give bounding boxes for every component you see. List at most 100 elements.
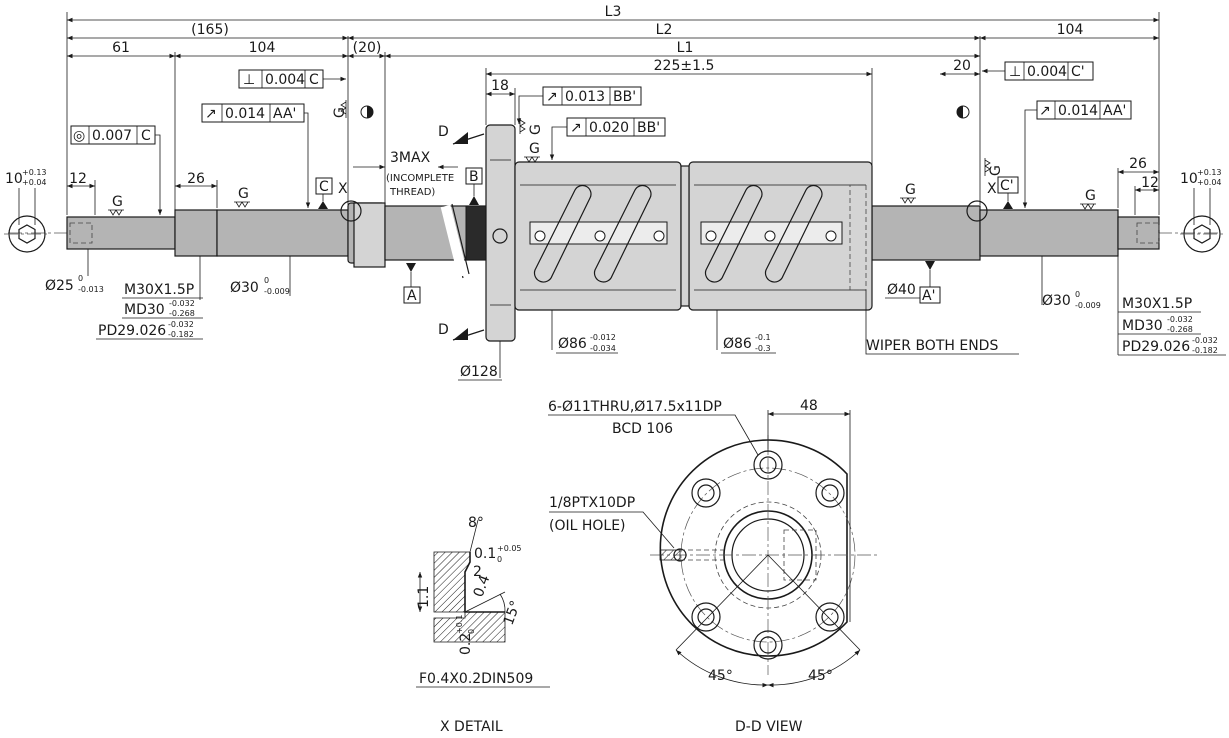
dd-oil-spec: 1/8PTX10DP xyxy=(549,495,635,511)
g-mark-1: G xyxy=(112,194,123,210)
datum-a: A xyxy=(407,288,417,304)
dim-104-right: 104 xyxy=(1057,22,1084,38)
dd-view-title: D-D VIEW xyxy=(735,719,803,735)
pd-left-upper: -0.032 xyxy=(168,320,194,329)
dd-oil-hole: (OIL HOLE) xyxy=(549,518,626,534)
dd-dim-48: 48 xyxy=(800,398,818,414)
dia-40: Ø40 xyxy=(887,282,916,298)
incomplete-thread-note: 3MAX (INCOMPLETE THREAD) xyxy=(353,150,458,198)
dia-128: Ø128 xyxy=(460,364,498,380)
xd-angle-8: 8° xyxy=(468,515,484,531)
x-detail: 8° 0.1 +0.05 0 2 0.4 1.1 15° 0.2 +0.1 0 … xyxy=(416,515,550,735)
top-dimensions: L3 (165) L2 104 61 104 (20) L1 225±1.5 2… xyxy=(66,4,1160,215)
dia-86-b: Ø86 xyxy=(723,336,752,352)
conc-value: 0.007 xyxy=(92,128,132,144)
dia-30-left-upper: 0 xyxy=(264,276,269,285)
gdt-runout-bb-020: ↗ 0.020 BB' xyxy=(549,117,666,160)
dia-86-b-lower: -0.3 xyxy=(755,344,771,353)
xd-dim-02-upper: +0.1 xyxy=(455,615,464,634)
dim-l2: L2 xyxy=(656,22,673,38)
xd-dim-01-upper: +0.05 xyxy=(497,544,522,553)
xd-title: X DETAIL xyxy=(440,719,503,735)
pd-left-lower: -0.182 xyxy=(168,330,194,339)
hex-size-left: 10 xyxy=(5,171,23,187)
section-d-markers: D D xyxy=(438,124,485,341)
run-bb2-symbol: ↗ xyxy=(570,120,582,136)
xd-dim-04: 0.4 xyxy=(471,573,494,599)
md30-left-upper: -0.032 xyxy=(169,299,195,308)
wiper-note: WIPER BOTH ENDS xyxy=(866,338,998,354)
xd-angle-15: 15° xyxy=(501,599,525,628)
perp-c-symbol: ⊥ xyxy=(243,72,255,88)
hex-size-right-upper: +0.13 xyxy=(1197,168,1222,177)
datum-c-prime: C' xyxy=(1000,178,1014,194)
xd-dim-11: 1.1 xyxy=(416,586,432,608)
md30-left: MD30 xyxy=(124,302,165,318)
gdt-concentricity: ◎ 0.007 C xyxy=(70,125,163,215)
three-max: 3MAX xyxy=(390,150,431,166)
run-bb1-symbol: ↗ xyxy=(546,89,558,105)
md30-right: MD30 xyxy=(1122,318,1163,334)
md30-right-lower: -0.268 xyxy=(1167,325,1193,334)
gdt-runout-aa-right: ↗ 0.014 AA' xyxy=(1022,100,1132,208)
thread-label: THREAD) xyxy=(389,187,435,198)
datum-c: C xyxy=(319,179,329,195)
run-aa2-ref: AA' xyxy=(1103,103,1126,119)
dd-holes-note: 6-Ø11THRU,Ø17.5x11DP xyxy=(548,399,722,415)
perp-c2-symbol: ⊥ xyxy=(1009,64,1021,80)
dim-20-right: 20 xyxy=(953,58,971,74)
dia-86-b-upper: -0.1 xyxy=(755,333,771,342)
dim-l1: L1 xyxy=(677,40,694,56)
m30-left: M30X1.5P xyxy=(124,282,194,298)
dia-86-a: Ø86 xyxy=(558,336,587,352)
pd-right: PD29.026 xyxy=(1122,339,1190,355)
x-mark-right: X xyxy=(987,181,997,197)
datum-b: B xyxy=(469,169,479,185)
x-mark-left: X xyxy=(338,181,348,197)
run-aa-value: 0.014 xyxy=(225,106,265,122)
incomplete-label: (INCOMPLETE xyxy=(386,173,454,184)
dia-25: Ø25 xyxy=(45,278,74,294)
md30-right-upper: -0.032 xyxy=(1167,315,1193,324)
right-end-view: 10 +0.13 +0.04 xyxy=(1180,168,1225,253)
dia-30-left-lower: -0.009 xyxy=(264,287,290,296)
perp-c-ref: C xyxy=(309,72,319,88)
xd-dim-01: 0.1 xyxy=(474,546,496,562)
run-bb2-ref: BB' xyxy=(637,120,660,136)
conc-symbol: ◎ xyxy=(73,128,85,144)
dia-30-right: Ø30 xyxy=(1042,293,1071,309)
dia-86-a-upper: -0.012 xyxy=(590,333,616,342)
run-aa-symbol: ↗ xyxy=(205,106,217,122)
xd-dim-01-lower: 0 xyxy=(497,555,502,564)
ball-nut: D D xyxy=(438,124,873,342)
dim-104-left: 104 xyxy=(249,40,276,56)
pd-left: PD29.026 xyxy=(98,323,166,339)
gdt-perp-c-prime: ⊥ 0.004 C' xyxy=(982,61,1094,81)
perp-c2-ref: C' xyxy=(1071,64,1085,80)
surface-finish-marks: G G G G G G G G xyxy=(108,100,1096,216)
dim-61: 61 xyxy=(112,40,130,56)
m30-right: M30X1.5P xyxy=(1122,296,1192,312)
perp-c2-value: 0.004 xyxy=(1027,64,1067,80)
run-aa2-symbol: ↗ xyxy=(1039,103,1051,119)
dia-30-left: Ø30 xyxy=(230,280,259,296)
hex-size-left-upper: +0.13 xyxy=(22,168,47,177)
dim-12-right: 12 xyxy=(1141,175,1159,191)
run-bb1-ref: BB' xyxy=(613,89,636,105)
xd-spec: F0.4X0.2DIN509 xyxy=(419,671,533,687)
conc-ref: C xyxy=(141,128,151,144)
dim-18: 18 xyxy=(491,78,509,94)
xd-radius-2: 2 xyxy=(473,564,482,580)
g-mark-2: G xyxy=(238,186,249,202)
pd-right-lower: -0.182 xyxy=(1192,346,1218,355)
g-mark-7: G xyxy=(528,124,544,135)
g-mark-4: G xyxy=(905,182,916,198)
g-mark-6: G xyxy=(332,107,348,118)
dia-30-right-upper: 0 xyxy=(1075,290,1080,299)
dim-225: 225±1.5 xyxy=(654,58,715,74)
hex-size-right: 10 xyxy=(1180,171,1198,187)
g-mark-3: G xyxy=(529,141,540,157)
dd-bcd: BCD 106 xyxy=(612,421,673,437)
gdt-runout-aa-left: ↗ 0.014 AA' xyxy=(201,103,311,208)
